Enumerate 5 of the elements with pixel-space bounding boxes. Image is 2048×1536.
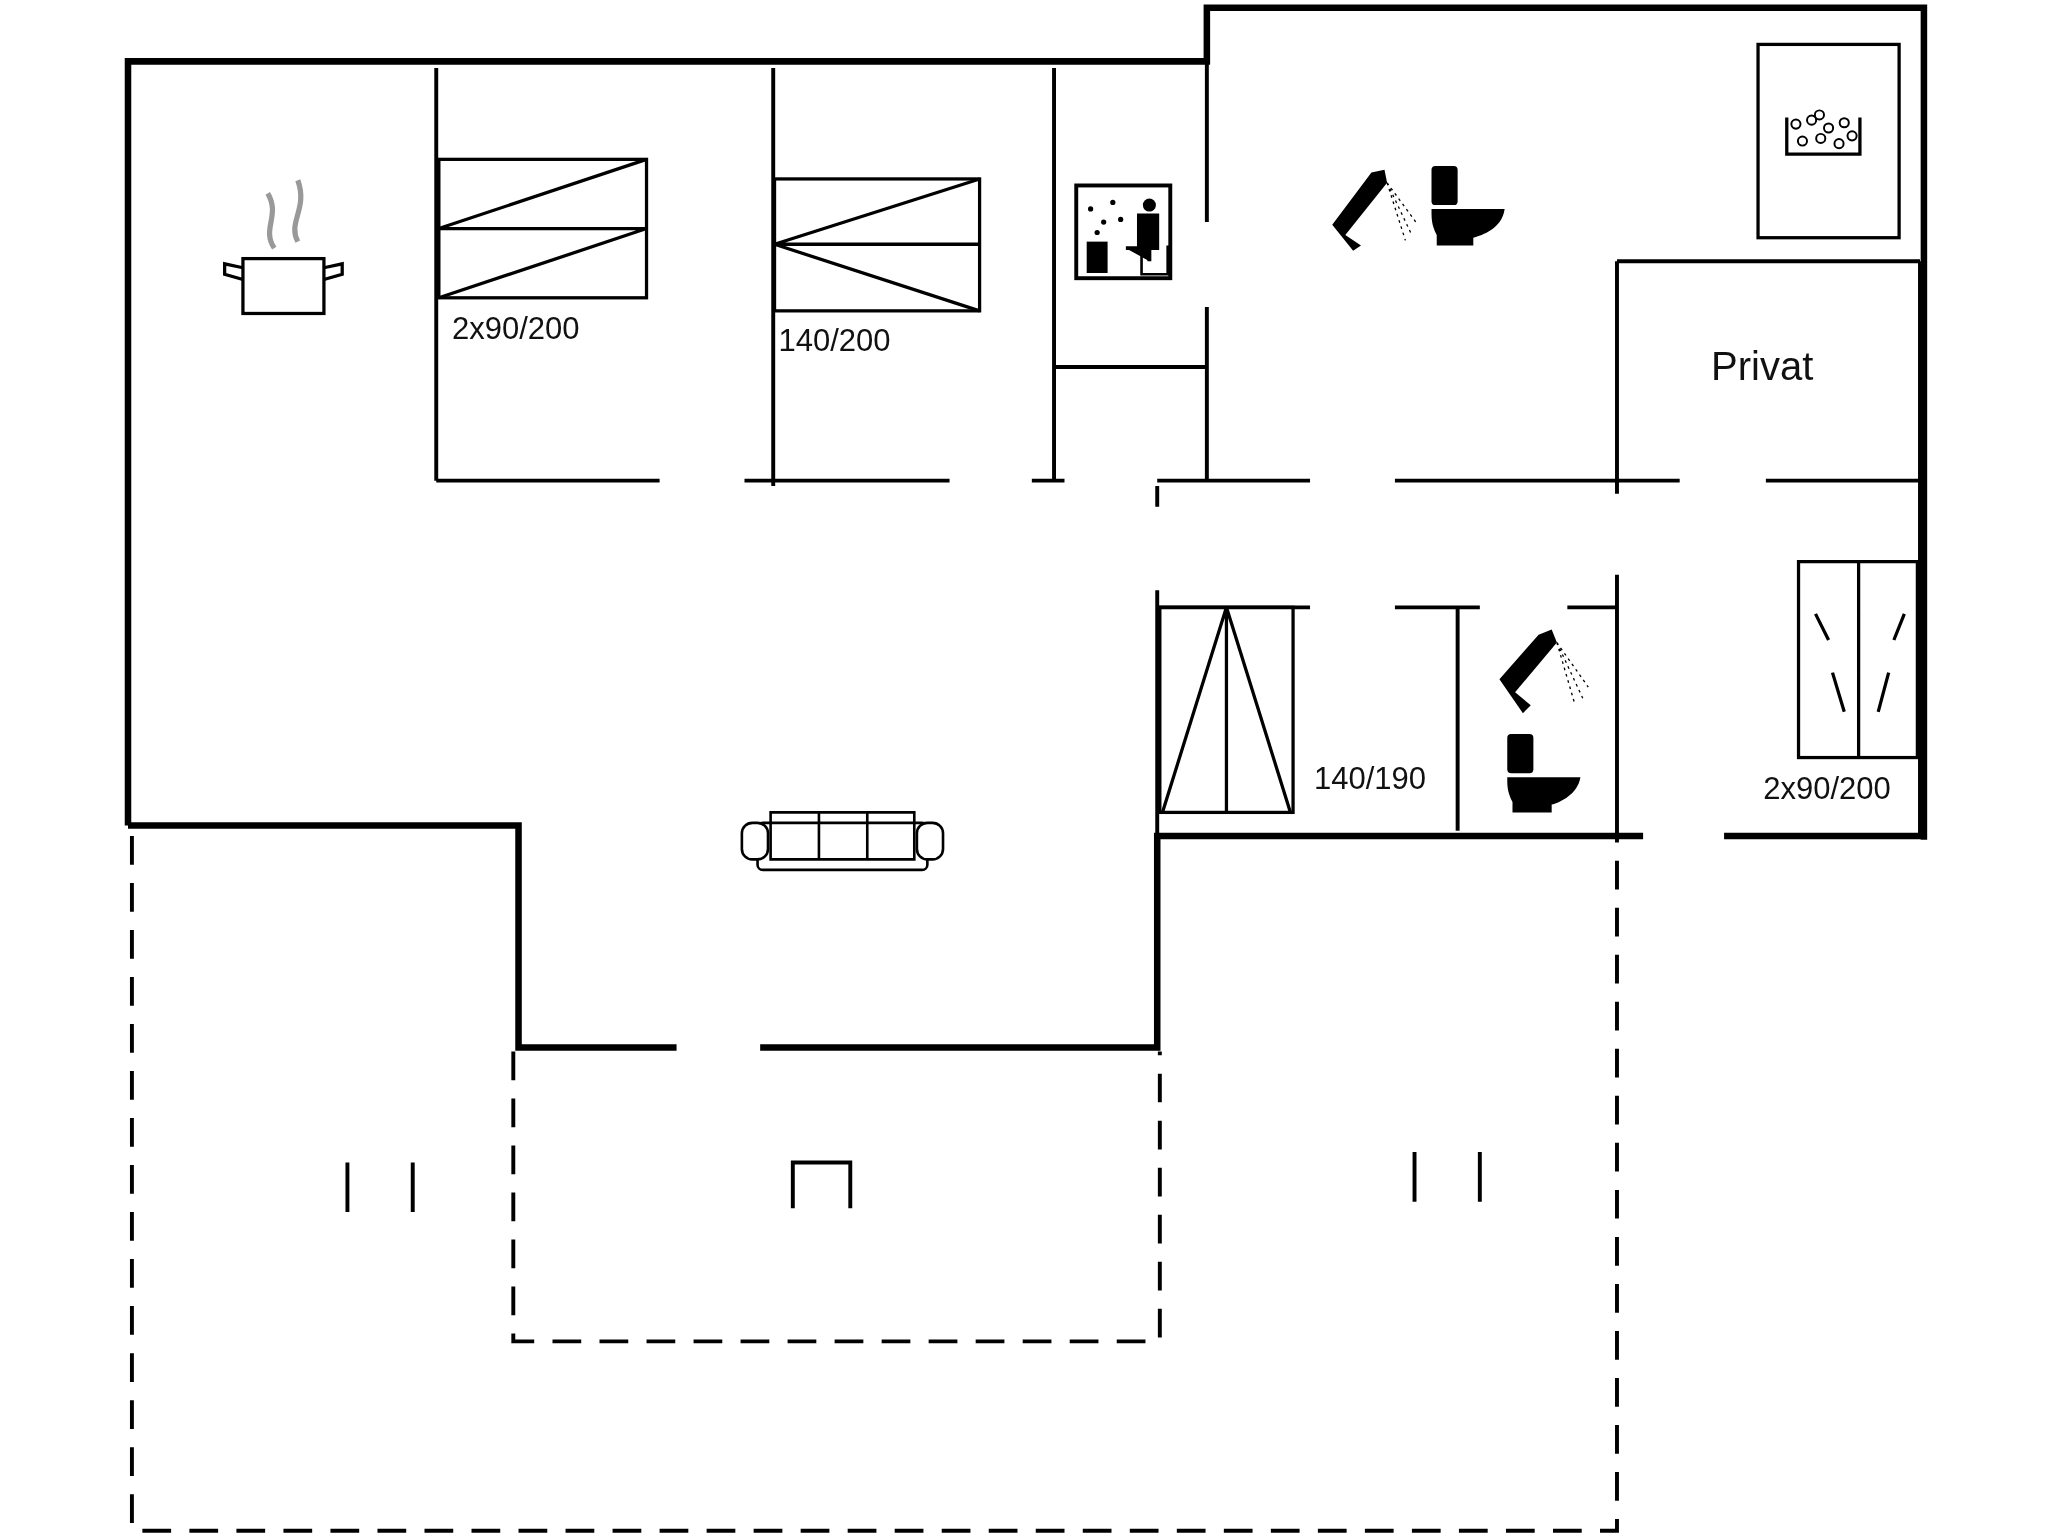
room-label: Privat <box>1711 346 1814 387</box>
room-label: 2x90/200 <box>451 313 580 345</box>
room-label: 2x90/200 <box>1763 773 1891 805</box>
room-label: 140/190 <box>1313 762 1426 794</box>
room-label: 140/200 <box>778 325 891 357</box>
